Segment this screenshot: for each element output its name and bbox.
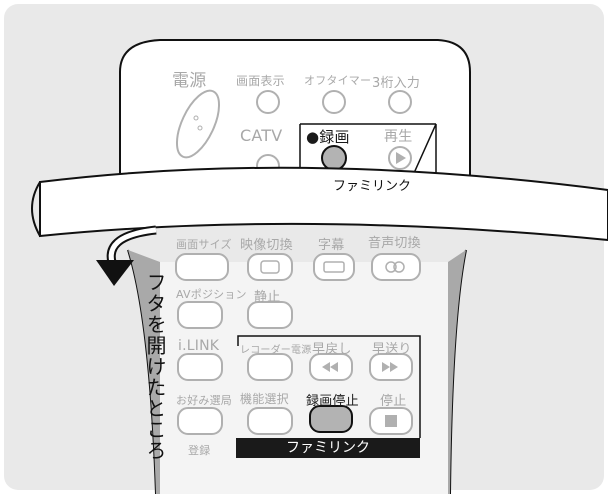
video-switch-label: 映像切換 [240, 238, 293, 253]
video-switch-button [247, 253, 293, 281]
three-digit-button [388, 90, 412, 114]
audio-switch-label: 音声切換 [368, 236, 421, 251]
recorder-power-label: レコーダー電源 [240, 345, 312, 356]
subtitle-label: 字幕 [318, 238, 345, 253]
rec-stop-button [309, 405, 353, 433]
remote-top-body [119, 39, 471, 201]
screen-size-label: 画面サイズ [176, 238, 232, 251]
familink-bracket-bottom [237, 335, 421, 438]
function-select-button [247, 407, 293, 435]
rewind-label: 早戻し [312, 342, 352, 357]
record-button [321, 145, 347, 171]
power-label: 電源 [172, 71, 207, 91]
screen-size-button [175, 253, 229, 281]
recorder-power-button [247, 353, 293, 381]
caption-vertical: フタを開けたところ [143, 272, 167, 461]
ilink-label: i.LINK [178, 338, 220, 354]
screen-display-button [256, 90, 280, 114]
av-position-button [177, 301, 223, 329]
pause-button [247, 301, 293, 329]
three-digit-label: 3桁入力 [372, 76, 421, 91]
favorite-label: お好み選局 [176, 394, 232, 407]
ilink-button [177, 353, 223, 381]
power-button [175, 89, 221, 159]
favorite-button [177, 407, 223, 435]
stop-label: 停止 [380, 394, 407, 409]
pause-label: 静止 [254, 290, 281, 305]
rec-stop-label: 録画停止 [306, 394, 359, 409]
fast-forward-label: 早送り [372, 342, 412, 357]
play-label: 再生 [384, 129, 413, 145]
off-timer-button [322, 90, 346, 114]
screen-display-label: 画面表示 [236, 74, 285, 88]
familink-label-bottom: ファミリンク [236, 438, 420, 458]
off-timer-label: オフタイマー [304, 74, 372, 87]
register-label: 登録 [188, 444, 211, 457]
subtitle-button [313, 253, 355, 281]
record-label: ●録画 [306, 128, 350, 146]
familink-label-top: ファミリンク [331, 175, 414, 194]
lid-band [39, 166, 608, 242]
function-select-label: 機能選択 [240, 392, 289, 406]
catv-label: CATV [240, 126, 283, 145]
av-position-label: AVポジション [176, 288, 247, 301]
